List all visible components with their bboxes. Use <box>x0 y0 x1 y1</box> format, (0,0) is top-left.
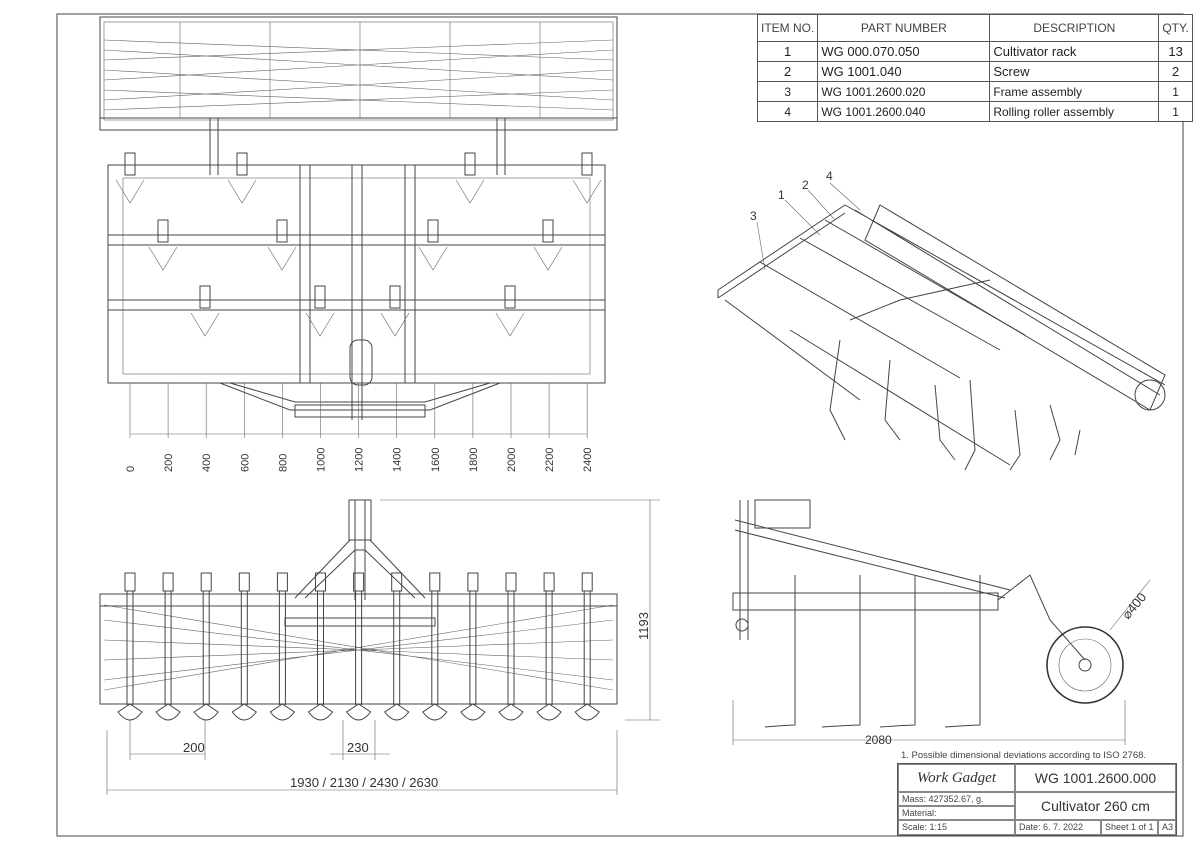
part-number: WG 1001.2600.020 <box>817 81 991 102</box>
front-view: 1193 200 230 1930 / 2130 / 2430 / 2630 <box>99 499 660 795</box>
side-view: 2080 ⌀400 <box>732 499 1151 747</box>
balloon-2: 2 <box>802 178 809 192</box>
drawing-title: Cultivator 260 cm <box>1015 792 1176 820</box>
shank-clamp <box>572 152 602 204</box>
front-shank <box>498 572 524 721</box>
date: Date: 6. 7. 2022 <box>1015 820 1101 835</box>
isometric-view: 3 1 2 4 <box>717 169 1166 471</box>
front-shank <box>574 572 600 721</box>
scale-tick-label: 2400 <box>582 448 594 472</box>
front-shank <box>460 572 486 721</box>
front-shank <box>117 572 143 721</box>
shank-clamp <box>418 219 448 271</box>
bom-header-item: ITEM NO. <box>756 14 819 42</box>
item-no: 3 <box>756 81 819 102</box>
roller-diameter: ⌀400 <box>1119 590 1149 622</box>
front-shank <box>383 572 410 721</box>
balloon-4: 4 <box>826 169 833 183</box>
scale-tick-label: 1600 <box>430 448 442 472</box>
shank-clamp <box>190 285 220 337</box>
length-dimension: 2080 <box>865 733 892 747</box>
front-shank <box>422 572 448 721</box>
scale-tick-label: 2000 <box>506 448 518 472</box>
company-name: Work Gadget <box>898 764 1015 792</box>
balloon-1: 1 <box>778 188 785 202</box>
bom-header-qty: QTY. <box>1158 14 1193 42</box>
description: Frame assembly <box>989 81 1160 102</box>
shank-clamp <box>495 285 525 337</box>
shank-clamp <box>148 219 178 271</box>
shank-clamp <box>533 219 563 271</box>
scale-tick-label: 200 <box>163 454 175 472</box>
shank-clamp <box>227 152 257 204</box>
height-dimension: 1193 <box>636 612 651 640</box>
shank-clamp <box>267 219 297 271</box>
shank-clamp <box>305 285 335 337</box>
scale-tick-label: 1200 <box>354 448 366 472</box>
sheet-border <box>56 13 1184 837</box>
description: Rolling roller assembly <box>989 101 1160 122</box>
scale: Scale: 1:15 <box>898 820 1015 835</box>
spacing-dimension: 200 <box>183 740 205 755</box>
scale-tick-label: 600 <box>239 454 251 472</box>
gap-dimension: 230 <box>347 740 369 755</box>
qty: 1 <box>1158 101 1193 122</box>
front-shank <box>155 572 181 721</box>
front-shank <box>536 572 562 721</box>
shank-clamp <box>115 152 145 204</box>
frame-top <box>107 118 606 420</box>
part-number: WG 000.070.050 <box>817 41 991 62</box>
description: Cultivator rack <box>989 41 1160 62</box>
qty: 2 <box>1158 61 1193 82</box>
front-shank <box>345 572 372 721</box>
scale-tick-label: 1000 <box>316 448 328 472</box>
shank-clamp <box>380 285 410 337</box>
scale-tick-label: 0 <box>125 466 137 472</box>
top-view: 0 200 400 600 800 1000 1200 1400 1600 1800 2000 220… <box>99 16 618 472</box>
shank-markers <box>115 152 602 337</box>
roller-top <box>99 16 618 131</box>
part-number: WG 1001.2600.040 <box>817 101 991 122</box>
qty: 1 <box>1158 81 1193 102</box>
paper-size: A3 <box>1158 820 1176 835</box>
part-number: WG 1001.040 <box>817 61 991 82</box>
front-shank <box>193 572 219 721</box>
shank-clamp <box>455 152 485 204</box>
title-block: Work Gadget WG 1001.2600.000 Mass: 42735… <box>897 763 1177 836</box>
scale-tick-label: 2200 <box>544 448 556 472</box>
bom-header-part: PART NUMBER <box>817 14 991 42</box>
item-no: 1 <box>756 41 819 62</box>
balloon-3: 3 <box>750 209 757 223</box>
bom-header-desc: DESCRIPTION <box>989 14 1160 42</box>
scale-tick-label: 1400 <box>392 448 404 472</box>
item-no: 2 <box>756 61 819 82</box>
front-shank <box>231 572 258 721</box>
scale-tick-label: 1800 <box>468 448 480 472</box>
scale-tick-label: 800 <box>277 454 289 472</box>
scale-tick-label: 400 <box>201 454 213 472</box>
mass: Mass: 427352.67, g. <box>898 792 1015 806</box>
roller-side <box>1046 626 1124 704</box>
front-shank <box>307 572 334 721</box>
item-no: 4 <box>756 101 819 122</box>
top-link <box>754 499 811 529</box>
front-shanks <box>117 572 600 721</box>
scale-ticks: 0 200 400 600 800 1000 1200 1400 1600 1800 2000 220… <box>125 383 594 472</box>
general-note: 1. Possible dimensional deviations accor… <box>901 750 1147 761</box>
material: Material: <box>898 806 1015 820</box>
qty: 13 <box>1158 41 1193 62</box>
width-dimension: 1930 / 2130 / 2430 / 2630 <box>290 775 438 790</box>
drawing-number: WG 1001.2600.000 <box>1015 764 1176 792</box>
sheet-number: Sheet 1 of 1 <box>1101 820 1158 835</box>
front-shank <box>269 572 296 721</box>
description: Screw <box>989 61 1160 82</box>
